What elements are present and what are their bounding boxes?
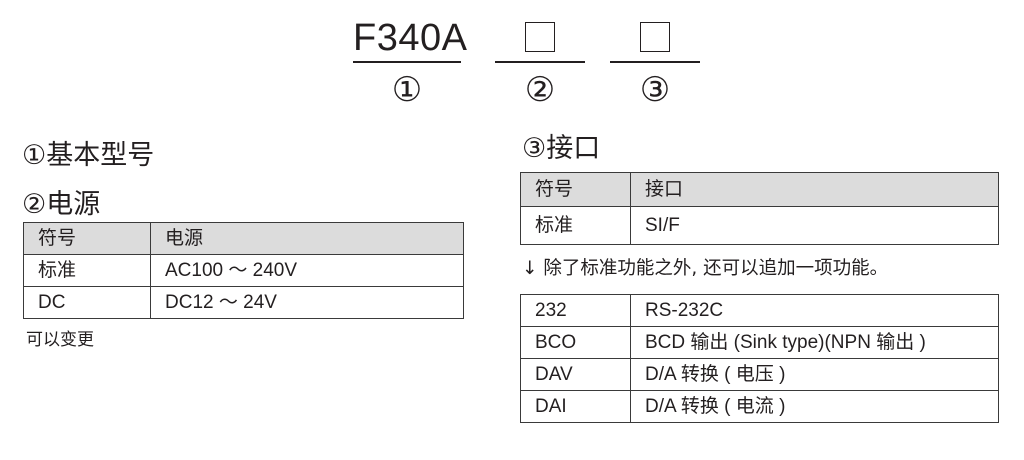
- options-table: 232 RS-232C BCO BCD 输出 (Sink type)(NPN 输…: [520, 294, 999, 423]
- interface-table: 符号 接口 标准 SI/F: [520, 172, 999, 245]
- position-label-2: ②: [524, 70, 556, 110]
- table-row: 标准 AC100 ～ 240V: [23, 254, 464, 287]
- underline-3: [610, 61, 700, 63]
- interface-table-header: 符号 接口: [520, 172, 999, 207]
- cell-code: BCO: [520, 326, 631, 359]
- cell-description: BCD 输出 (Sink type)(NPN 输出 ): [630, 326, 999, 359]
- power-slot-box: [525, 22, 555, 52]
- power-note: 可以变更: [26, 330, 94, 350]
- cell-symbol: 标准: [23, 254, 151, 287]
- section3-title: ③接口: [522, 133, 601, 164]
- cell-code: 232: [520, 294, 631, 327]
- power-table: 符号 电源 标准 AC100 ～ 240V DC DC12 ～ 24V: [23, 222, 464, 319]
- position-label-3: ③: [639, 70, 671, 110]
- position-label-1: ①: [391, 70, 423, 110]
- table-row: 标准 SI/F: [520, 206, 999, 245]
- cell-symbol: DC: [23, 286, 151, 319]
- cell-symbol: 标准: [520, 206, 631, 245]
- section1-title: ①基本型号: [22, 140, 155, 171]
- table-row: DAV D/A 转换 ( 电压 ): [520, 358, 999, 391]
- table-row: DC DC12 ～ 24V: [23, 286, 464, 319]
- table-row: BCO BCD 输出 (Sink type)(NPN 输出 ): [520, 326, 999, 359]
- header-symbol: 符号: [520, 172, 631, 207]
- table-row: 232 RS-232C: [520, 294, 999, 327]
- cell-power: DC12 ～ 24V: [150, 286, 464, 319]
- cell-description: D/A 转换 ( 电压 ): [630, 358, 999, 391]
- cell-description: RS-232C: [630, 294, 999, 327]
- interface-note: ↓ 除了标准功能之外, 还可以追加一项功能。: [522, 258, 889, 279]
- cell-interface: SI/F: [630, 206, 999, 245]
- cell-code: DAI: [520, 390, 631, 423]
- cell-description: D/A 转换 ( 电流 ): [630, 390, 999, 423]
- model-base-code: F340A: [353, 17, 468, 59]
- power-slot: [495, 22, 585, 52]
- power-table-header: 符号 电源: [23, 222, 464, 255]
- underline-1: [353, 61, 461, 63]
- cell-code: DAV: [520, 358, 631, 391]
- header-symbol: 符号: [23, 222, 151, 255]
- underline-2: [495, 61, 585, 63]
- cell-power: AC100 ～ 240V: [150, 254, 464, 287]
- header-power: 电源: [150, 222, 464, 255]
- interface-slot: [610, 22, 700, 52]
- header-interface: 接口: [630, 172, 999, 207]
- interface-slot-box: [640, 22, 670, 52]
- table-row: DAI D/A 转换 ( 电流 ): [520, 390, 999, 423]
- section2-title: ②电源: [22, 189, 101, 220]
